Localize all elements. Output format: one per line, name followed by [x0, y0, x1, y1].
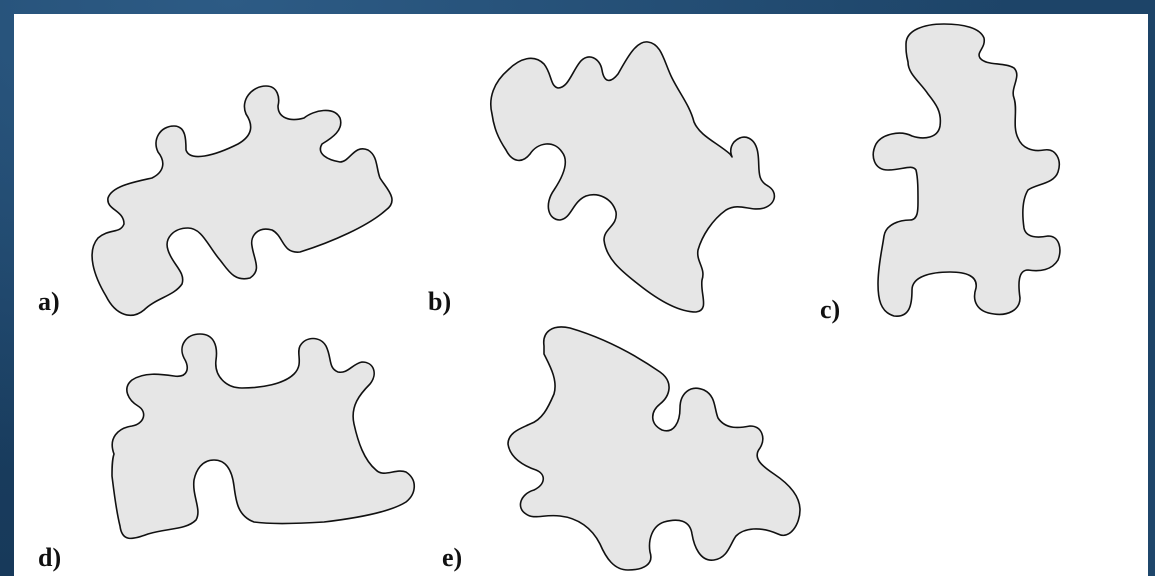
puzzle-piece-d: [112, 334, 414, 538]
label-c: c): [820, 295, 840, 324]
label-d: d): [38, 543, 61, 572]
puzzle-piece-c: [873, 24, 1060, 316]
label-a: a): [38, 287, 60, 316]
puzzle-piece-b: [491, 42, 775, 312]
figure-panel: a) b) c) d) e): [14, 14, 1148, 576]
puzzle-pieces-figure: a) b) c) d) e): [14, 14, 1148, 576]
puzzle-piece-e: [508, 327, 800, 570]
label-b: b): [428, 287, 451, 316]
puzzle-piece-a: [92, 86, 392, 315]
label-e: e): [442, 543, 462, 572]
